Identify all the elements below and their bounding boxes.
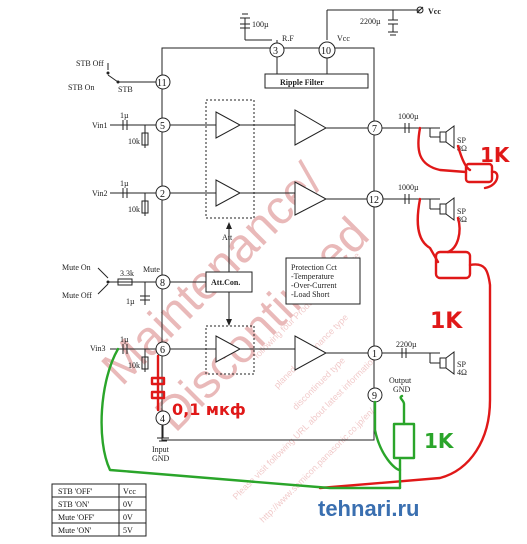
att-block xyxy=(205,99,255,219)
table-row-1-key: STB 'OFF' xyxy=(58,487,93,496)
vcc-label: Vcc xyxy=(428,7,441,16)
sp3-ohm: 4Ω xyxy=(457,368,467,377)
pin-11-label: 11 xyxy=(157,78,167,89)
input-gnd-2: GND xyxy=(152,454,170,463)
table-row-2-key: STB 'ON' xyxy=(58,500,90,509)
att-con-label: Att.Con. xyxy=(211,278,240,287)
mute-res: 3.3k xyxy=(120,269,134,278)
att-label: Att xyxy=(222,233,233,242)
stb-on-label: STB On xyxy=(68,83,94,92)
cap-2200-supply: 2200µ xyxy=(360,17,381,26)
buffer-2 xyxy=(215,179,242,207)
amp-1 xyxy=(294,109,328,146)
protection-1: Protection Cct xyxy=(291,263,338,272)
protection-4: -Load Short xyxy=(291,290,330,299)
red-modification: 1K 1K 0,1 мкф xyxy=(150,126,511,490)
table-row-3-val: 0V xyxy=(123,513,133,522)
output-gnd-2: GND xyxy=(393,385,411,394)
vin2-res: 10k xyxy=(128,205,140,214)
vin1-cap: 1µ xyxy=(120,111,129,120)
ripple-filter-label: Ripple Filter xyxy=(280,78,324,87)
vin3-res: 10k xyxy=(128,361,140,370)
input-gnd-1: Input xyxy=(152,445,170,454)
speaker-2-icon xyxy=(439,203,447,215)
vin2-label: Vin2 xyxy=(92,189,108,198)
ripple-filter-block xyxy=(264,73,369,89)
annotation-1k-c: 1K xyxy=(424,429,455,453)
mute-on-label: Mute On xyxy=(62,263,91,272)
sp2-ohm: 8Ω xyxy=(457,215,467,224)
pin-4-label: 4 xyxy=(160,414,165,425)
vin3-cap: 1µ xyxy=(120,335,129,344)
annotation-1k-b: 1K xyxy=(430,309,463,334)
out2-cap: 1000µ xyxy=(398,183,419,192)
vin2-cap: 1µ xyxy=(120,179,129,188)
sp1-ohm: 8Ω xyxy=(457,144,467,153)
ic-body xyxy=(161,47,375,441)
vin2-input: Vin2 1µ 10k xyxy=(92,179,157,216)
mute-label: Mute xyxy=(143,265,160,274)
pin-3-label: 3 xyxy=(273,46,278,57)
pin-10-label: 10 xyxy=(321,46,331,57)
cap-100: 100µ xyxy=(252,20,269,29)
out3-cap: 2200µ xyxy=(396,340,417,349)
mute-cap: 1µ xyxy=(126,297,135,306)
amp-3 xyxy=(294,335,328,371)
stb-label: STB xyxy=(118,85,133,94)
buffer-1 xyxy=(215,111,242,139)
stb-switch: STB Off STB On STB xyxy=(68,59,160,94)
output-ch3: 2200µ SP 4Ω xyxy=(382,340,467,377)
pin-5-label: 5 xyxy=(160,121,165,132)
control-table: STB 'OFF' Vcc STB 'ON' 0V Mute 'OFF' 0V … xyxy=(51,483,147,537)
pin-12-label: 12 xyxy=(369,195,379,206)
vin3-label: Vin3 xyxy=(90,344,106,353)
mute-input: Mute On Mute Off Mute 3.3k 1µ xyxy=(62,263,160,306)
table-row-1-val: Vcc xyxy=(123,487,136,496)
site-logo: tehnari.ru xyxy=(318,496,419,521)
protection-2: -Temperature xyxy=(291,272,334,281)
green-modification: 1K xyxy=(100,347,455,490)
amp-2 xyxy=(294,181,328,216)
sp2-label: SP xyxy=(457,207,466,216)
capacitor-01uf xyxy=(150,376,166,386)
pin3-group: 100µ xyxy=(240,13,278,44)
output-ch2: 1000µ SP 8Ω xyxy=(383,183,467,224)
protection-block xyxy=(285,257,361,305)
pin-2-label: 2 xyxy=(160,189,165,200)
table-row-3-key: Mute 'OFF' xyxy=(58,513,95,522)
pin-7-label: 7 xyxy=(372,124,377,135)
speaker-1-icon xyxy=(439,131,447,143)
output-ch1: 1000µ SP 8Ω xyxy=(382,112,467,153)
table-row-4-key: Mute 'ON' xyxy=(58,526,92,535)
stb-off-label: STB Off xyxy=(76,59,104,68)
sp3-label: SP xyxy=(457,360,466,369)
vin1-res: 10k xyxy=(128,137,140,146)
protection-3: -Over-Current xyxy=(291,281,337,290)
pin-8-label: 8 xyxy=(160,278,165,289)
table-row-4-val: 5V xyxy=(123,526,133,535)
table-row-2-val: 0V xyxy=(123,500,133,509)
annotation-cap: 0,1 мкф xyxy=(172,400,246,419)
rf-label: R.F xyxy=(282,34,294,43)
mute-off-label: Mute Off xyxy=(62,291,92,300)
annotation-1k-a: 1K xyxy=(480,143,511,167)
pin-9-label: 9 xyxy=(372,391,377,402)
output-gnd-1: Output xyxy=(389,376,412,385)
resistor-1k-b xyxy=(434,250,472,280)
sp1-label: SP xyxy=(457,136,466,145)
pin-1-label: 1 xyxy=(372,349,377,360)
vin1-input: Vin1 1µ 10k xyxy=(92,111,157,148)
vin1-label: Vin1 xyxy=(92,121,108,130)
pin-11 xyxy=(155,74,171,90)
att-block-3 xyxy=(205,325,255,375)
pin10-vcc-label: Vcc xyxy=(337,34,350,43)
vcc-supply: Vcc 2200µ xyxy=(326,6,441,40)
pin-6-label: 6 xyxy=(160,345,165,356)
speaker-3-icon xyxy=(439,357,447,369)
out1-cap: 1000µ xyxy=(398,112,419,121)
resistor-1k-c xyxy=(392,422,416,460)
